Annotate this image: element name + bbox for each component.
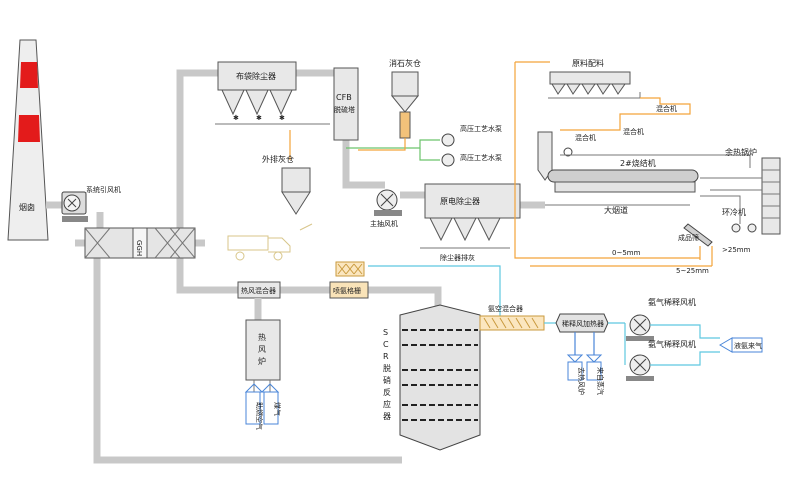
fuel-gas-label: 煤气	[273, 402, 282, 416]
mixer-1-label: 混合机	[656, 104, 677, 113]
hot-air-mixer-label: 热风混合器	[241, 286, 276, 295]
hot-stove-label-2: 风	[258, 345, 266, 354]
hp-pump-2-label: 高压工艺水泵	[460, 153, 502, 162]
svg-text:✱: ✱	[233, 114, 239, 122]
material-return-lines: 0~5mm 5~25mm	[514, 61, 712, 275]
dilution-fans: 氨气稀释风机 氨气稀释风机 液氨来气	[624, 297, 763, 381]
esp-ash-label: 除尘器排灰	[440, 253, 475, 262]
scr-label-3: R	[383, 352, 389, 361]
ammonia-air-mixer: 氨空混合器	[479, 304, 560, 331]
booster-fan: 系统引风机	[61, 185, 121, 222]
scr-label-4: 脱	[383, 363, 391, 373]
svg-text:✱: ✱	[256, 114, 262, 122]
chimney-label: 烟囱	[19, 202, 35, 212]
big-flue-label: 大烟道	[604, 205, 628, 215]
chimney: 烟囱	[7, 39, 49, 241]
scr-label-8: 器	[383, 412, 391, 421]
raw-material-label: 原料配料	[572, 58, 604, 68]
hp-pump-1-label: 高压工艺水泵	[460, 124, 502, 133]
ammonia-grid-label: 喷氨格栅	[333, 286, 361, 295]
hp-water-pumps: 高压工艺水泵 高压工艺水泵	[441, 124, 502, 167]
ring-cooler-label: 环冷机	[722, 207, 746, 217]
ggh-label: GGH	[135, 240, 143, 256]
scr-label-5: 硝	[383, 375, 391, 385]
bag-filter: ✱ ✱ ✱ 布袋除尘器	[215, 61, 330, 125]
ammonia-injection-grid: 喷氨格栅	[329, 261, 501, 320]
lime-silo: 消石灰仓	[358, 58, 421, 151]
cfb-tower: CFB 脱硫塔	[333, 67, 440, 161]
main-fan-label: 主抽风机	[370, 219, 398, 228]
ammonia-air-mixer-label: 氨空混合器	[488, 304, 523, 313]
dilution-fan-1-label: 氨气稀释风机	[648, 297, 696, 307]
raw-material-bins: 原料配料	[548, 58, 641, 99]
sinter-machine-label: 2#烧结机	[620, 158, 656, 168]
ggh-heat-exchanger: GGH	[84, 227, 196, 259]
to-air-left-label: 去热风炉	[577, 367, 586, 395]
waste-heat-boiler: 余热锅炉	[700, 147, 781, 235]
lime-silo-label: 消石灰仓	[389, 58, 421, 68]
booster-fan-label: 系统引风机	[86, 185, 121, 194]
sinter-machine: 2#烧结机 大烟道	[545, 154, 751, 215]
mixers: 混合机 混合机 混合机	[537, 97, 691, 181]
hot-air-mixer: 热风混合器	[237, 281, 281, 320]
scr-reactor: S C R 脱 硝 反 应 器	[383, 304, 481, 451]
cfb-label-2: 脱硫塔	[334, 105, 355, 114]
hot-stove-label-1: 热	[258, 332, 266, 342]
scr-label-6: 反	[383, 387, 391, 397]
hot-stove: 热 风 炉 助燃空气 煤气	[244, 319, 282, 430]
bag-filter-label: 布袋除尘器	[236, 71, 276, 81]
to-air-right-label: 来自蒸汽	[596, 367, 605, 395]
cfb-label-1: CFB	[336, 93, 352, 102]
electrostatic-precipitator: 原电除尘器 除尘器排灰	[420, 183, 521, 262]
size-0-5-label: 0~5mm	[612, 249, 641, 257]
scr-label-1: S	[383, 328, 388, 337]
dilution-air-heater: 稀释风加热器 去热风炉 来自蒸汽	[555, 313, 625, 395]
dilution-fan-2-label: 氨气稀释风机	[648, 339, 696, 349]
finished-screen-label: 成品筛	[678, 233, 699, 242]
ammonia-in-label: 液氨来气	[734, 341, 762, 350]
svg-text:✱: ✱	[279, 114, 285, 122]
mixer-2-label: 混合机	[623, 127, 644, 136]
size-5-25-label: 5~25mm	[676, 267, 709, 275]
truck-icon	[227, 223, 313, 261]
ring-cooler: 环冷机	[700, 195, 757, 233]
mixer-3-label: 混合机	[575, 133, 596, 142]
comb-air-label: 助燃空气	[255, 402, 264, 430]
size-gt25-label: >25mm	[722, 246, 751, 254]
waste-heat-boiler-label: 余热锅炉	[725, 147, 757, 157]
ash-silo: 外排灰仓	[262, 130, 311, 215]
scr-label-7: 应	[383, 399, 391, 409]
main-fan: 主抽风机	[370, 189, 402, 228]
esp-label: 原电除尘器	[440, 196, 480, 206]
dilution-heater-label: 稀释风加热器	[562, 319, 604, 328]
ash-silo-label: 外排灰仓	[262, 154, 294, 164]
hot-stove-label-3: 炉	[258, 356, 266, 366]
finished-screen: 成品筛 >25mm	[678, 223, 751, 266]
scr-label-2: C	[383, 340, 389, 349]
